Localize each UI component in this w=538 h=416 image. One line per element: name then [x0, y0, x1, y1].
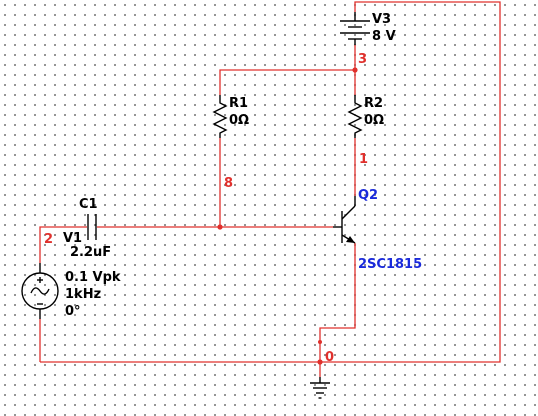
c1-value-label: 2.2uF	[70, 245, 111, 260]
v1-phase-label: 0°	[65, 304, 81, 319]
q2-model-label: 2SC1815	[358, 257, 422, 272]
transistor-q2[interactable]	[333, 196, 356, 244]
resistor-r2[interactable]	[347, 95, 363, 138]
c1-ref-label: C1	[79, 197, 98, 212]
r1-value-label: 0Ω	[229, 113, 249, 128]
resistor-r1[interactable]	[212, 95, 228, 138]
emitter-arrow-icon	[346, 236, 355, 243]
ac-source-v1[interactable]	[21, 263, 59, 319]
net-label-1: 1	[359, 152, 368, 167]
net-label-2: 2	[44, 232, 53, 247]
v3-ref-label: V3	[372, 12, 391, 27]
wire-v1-c1[interactable]	[39, 226, 87, 263]
junction-dot	[317, 359, 323, 365]
v1-ref-label: V1	[63, 231, 82, 246]
battery-v3[interactable]	[340, 12, 370, 45]
junction-dot	[352, 67, 358, 73]
net-label-0: 0	[325, 350, 334, 365]
v1-amplitude-label: 0.1 Vpk	[65, 270, 121, 285]
net-label-8: 8	[224, 176, 233, 191]
v1-frequency-label: 1kHz	[65, 287, 101, 302]
wire-emitter-ground[interactable]	[319, 243, 356, 377]
q2-ref-label: Q2	[358, 188, 378, 203]
wires	[39, 1, 501, 377]
ground-symbol[interactable]	[310, 377, 330, 399]
wire-v3-to-ground-loop[interactable]	[40, 1, 501, 363]
wire-node3-r1[interactable]	[219, 45, 356, 95]
v3-value-label: 8 V	[372, 29, 396, 44]
r2-value-label: 0Ω	[364, 113, 384, 128]
r1-ref-label: R1	[229, 96, 248, 111]
junction-dot	[318, 340, 322, 344]
r2-ref-label: R2	[364, 96, 383, 111]
junction-dot	[217, 224, 223, 230]
net-label-3: 3	[358, 52, 367, 67]
sine-wave-icon	[30, 287, 50, 295]
capacitor-c1[interactable]	[87, 214, 97, 240]
